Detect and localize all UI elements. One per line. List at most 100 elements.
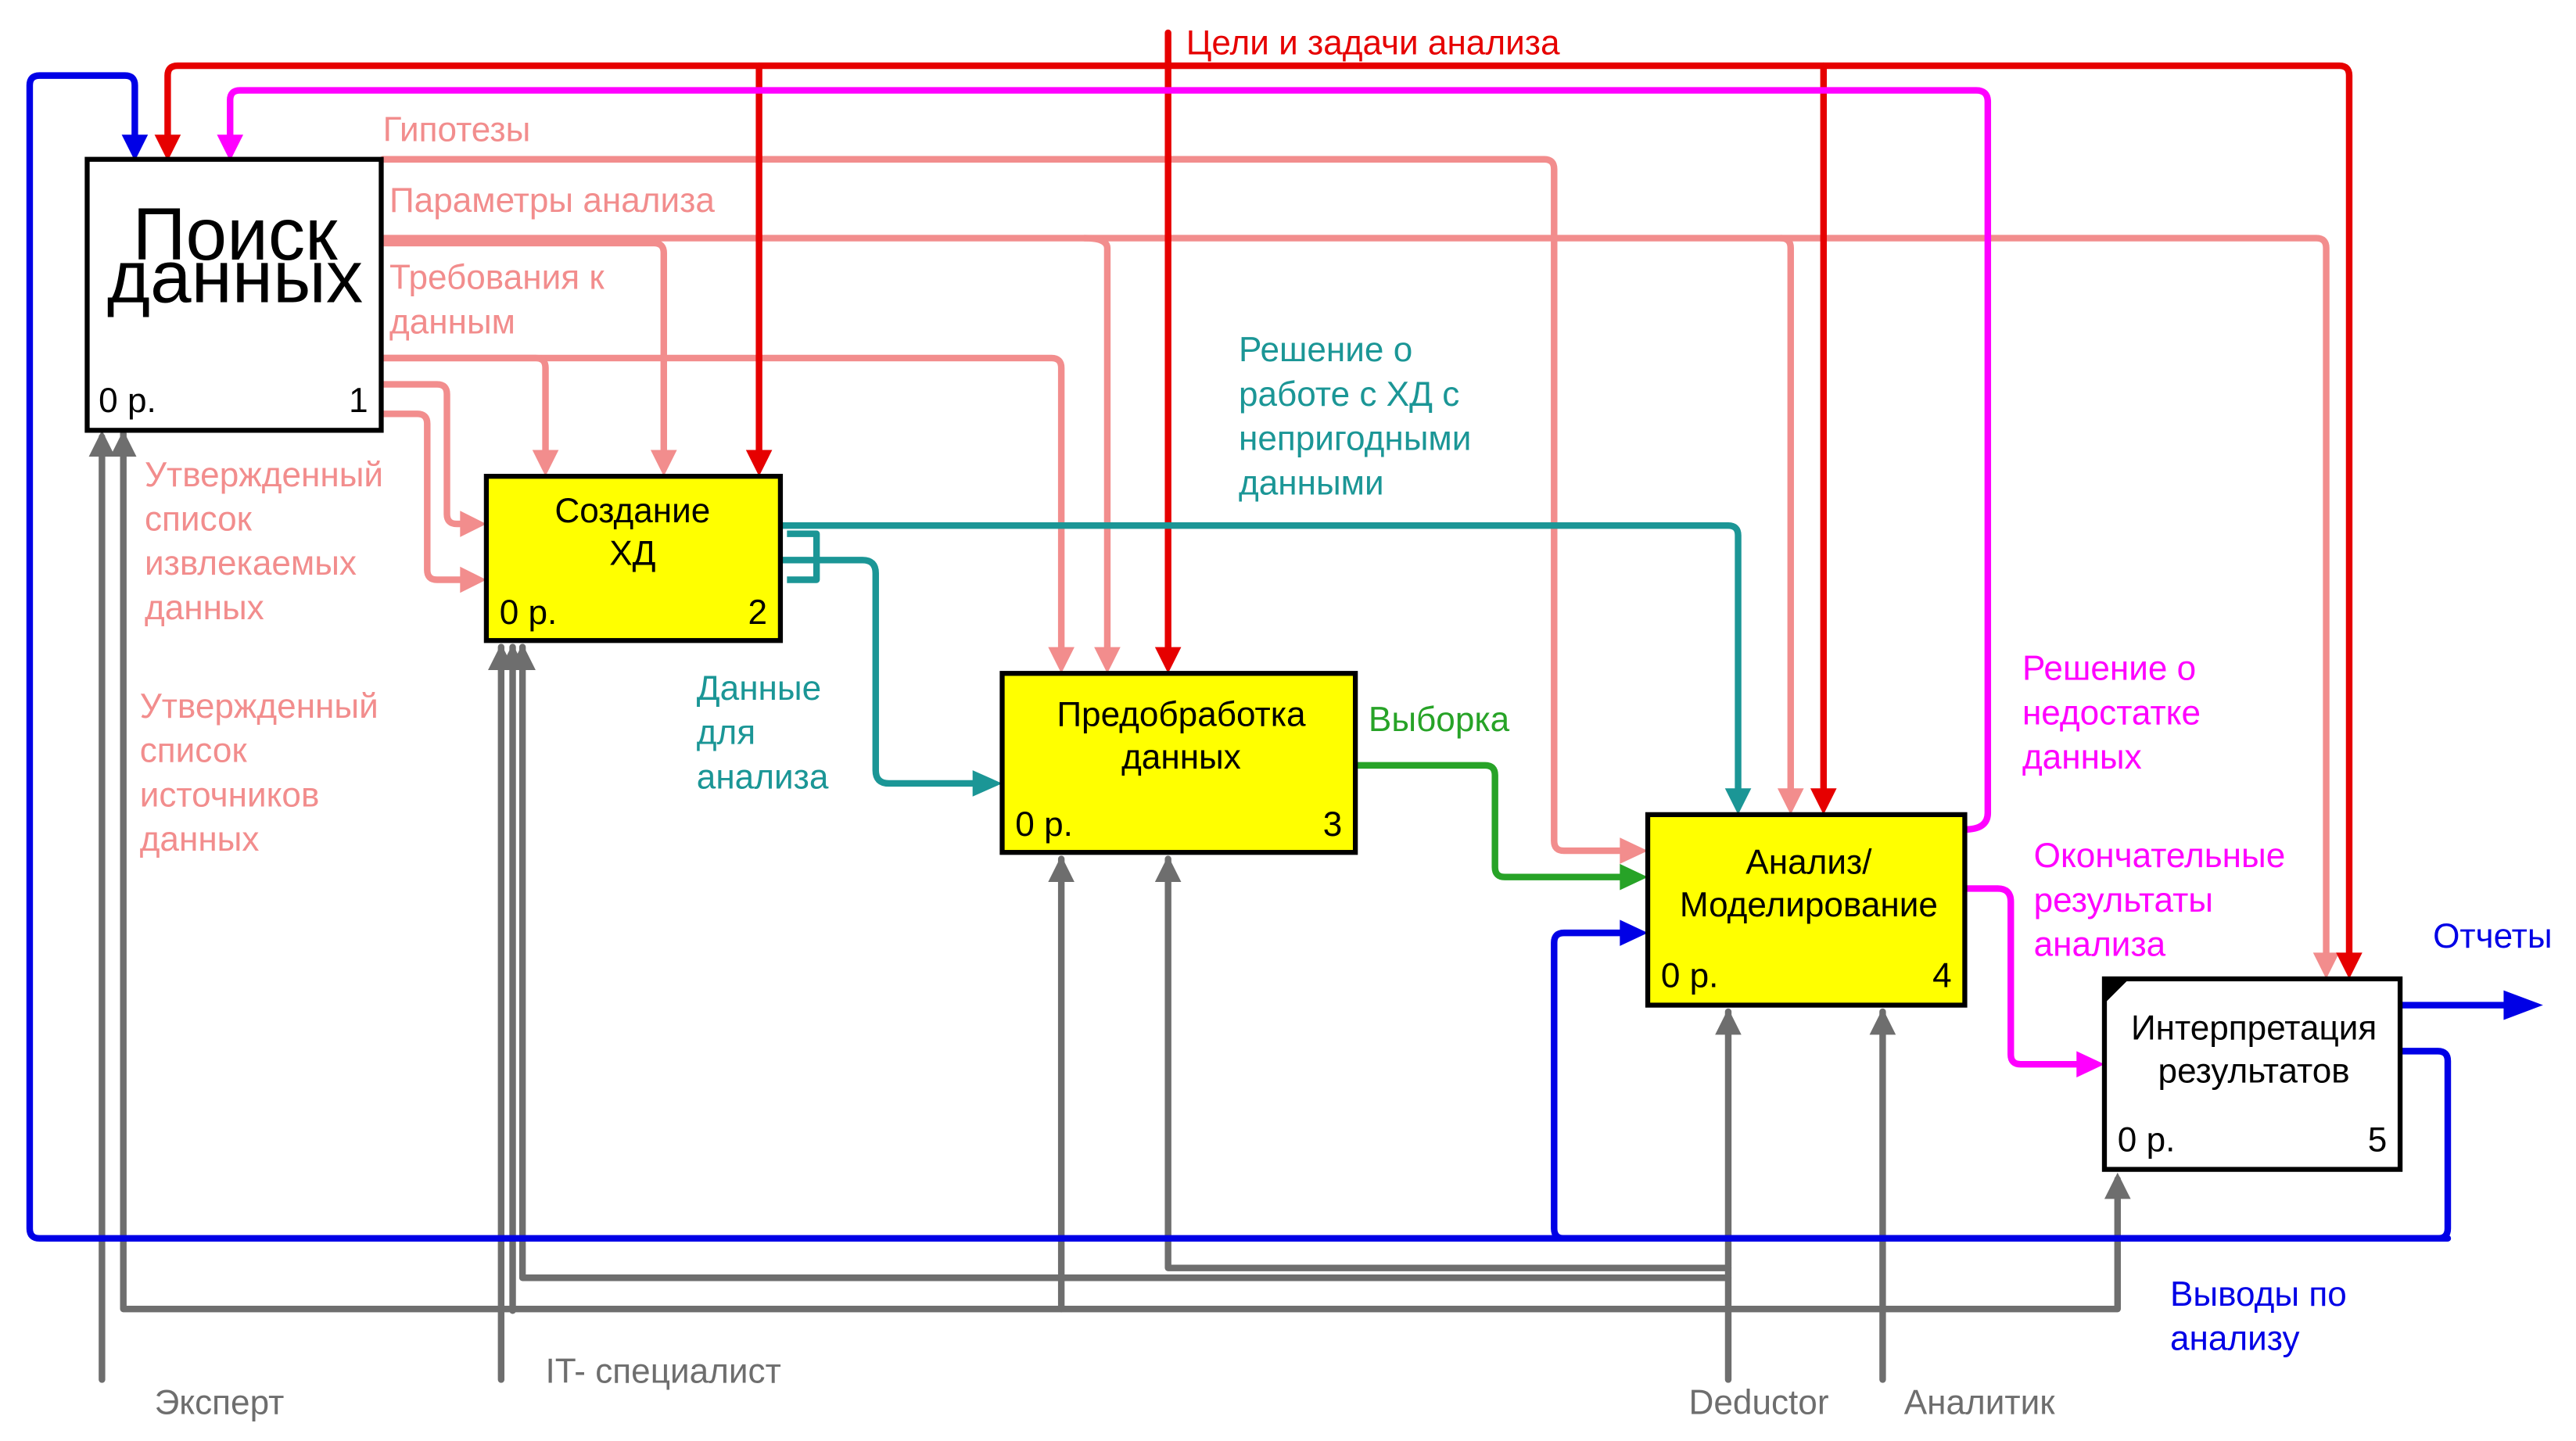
label-approved-sources-line-3: источников: [140, 776, 320, 814]
label-deductor: Deductor: [1689, 1384, 1829, 1422]
function-box-1[interactable]: Поиск данных 0 р. 1: [84, 156, 384, 433]
function-box-4[interactable]: Анализ/ Моделирование 0 р. 4: [1645, 812, 1968, 1008]
label-approved-list-line-4: данных: [145, 589, 264, 627]
arrowhead: [1154, 855, 1182, 883]
tunnel-bracket-2: [787, 560, 820, 583]
label-requirements-line-1: Требования к: [389, 259, 605, 297]
box-2-title-line-1: Создание: [554, 492, 710, 530]
arrowhead: [1154, 647, 1182, 674]
arrowhead: [1777, 788, 1804, 815]
label-approved-list-line-1: Утвержденный: [145, 456, 383, 494]
arrowhead: [121, 134, 149, 161]
box-5-title-line-1: Интерпретация: [2131, 1009, 2377, 1048]
conclusions-feedback-line: [26, 72, 2452, 1242]
label-approved-sources-line-2: список: [140, 732, 248, 770]
function-box-5[interactable]: Интерпретация результатов 0 р. 5: [2101, 976, 2403, 1172]
conclusions-to-box4-line: [1551, 929, 2452, 1242]
goals-line: [164, 62, 2353, 970]
box-4-title-line-2: Моделирование: [1680, 886, 1938, 924]
label-analyst: Аналитик: [1904, 1384, 2056, 1422]
arrowhead: [1810, 788, 1837, 815]
expert-to-box5-line: [120, 430, 2121, 1313]
label-final-results-line-1: Окончательные: [2034, 837, 2286, 875]
label-approved-list-line-2: список: [145, 500, 253, 538]
box-2-title-line-2: ХД: [609, 535, 655, 573]
label-data-for-analysis-line-2: для: [697, 714, 755, 752]
label-final-results-line-2: результаты: [2034, 881, 2213, 919]
it-branch-b-line: [518, 643, 1732, 1281]
tool-to-box3-right-line: [1164, 855, 1732, 1271]
label-conclusions-line-1: Выводы по: [2170, 1275, 2347, 1314]
box-2-number: 2: [748, 593, 768, 632]
label-goals: Цели и задачи анализа: [1186, 23, 1560, 62]
label-params: Параметры анализа: [389, 181, 715, 220]
label-approved-list-line-3: извлекаемых: [145, 544, 357, 582]
arrowhead: [1869, 1008, 1896, 1035]
arrowhead: [509, 643, 536, 671]
arrowhead: [1724, 788, 1752, 815]
box-5-title-line-2: результатов: [2158, 1052, 2350, 1090]
sample-line: [1351, 762, 1640, 880]
box-3-title-line-1: Предобработка: [1057, 695, 1306, 733]
box-5-corner-mark: [2104, 978, 2129, 1004]
box-1-title-line-1: Поиск: [133, 193, 339, 276]
arrowhead: [217, 134, 244, 161]
req-line-box3: [379, 354, 1065, 664]
box-4-cost: 0 р.: [1661, 956, 1719, 995]
function-box-2[interactable]: Создание ХД 0 р. 2: [483, 474, 784, 643]
decision-dw-line: [778, 522, 1742, 805]
arrowhead: [650, 450, 677, 477]
arrowhead: [460, 566, 486, 593]
arrowhead: [532, 450, 559, 477]
arrowhead: [972, 770, 1003, 797]
label-approved-sources-line-4: данных: [140, 820, 260, 859]
arrowhead: [2336, 952, 2363, 979]
arrowhead: [1715, 1008, 1742, 1035]
arrowhead: [2104, 1172, 2131, 1199]
function-box-3[interactable]: Предобработка данных 0 р. 3: [999, 671, 1358, 855]
box-4-number: 4: [1932, 956, 1952, 995]
data-for-analysis-line: [778, 557, 989, 787]
box-5-number: 5: [2368, 1121, 2388, 1160]
label-decision-lack-line-2: недостатке: [2022, 694, 2201, 732]
label-hypotheses: Гипотезы: [383, 111, 531, 149]
label-decision-lack-line-3: данных: [2022, 738, 2142, 776]
label-decision-dw-line-2: работе с ХД с: [1239, 375, 1459, 414]
arrowhead: [88, 430, 116, 457]
label-decision-dw-line-4: данными: [1239, 464, 1384, 502]
box-5-cost: 0 р.: [2118, 1121, 2176, 1160]
box-1-number: 1: [349, 382, 368, 420]
arrowhead: [154, 134, 181, 161]
label-reports: Отчеты: [2433, 917, 2552, 955]
label-decision-dw-line-3: непригодными: [1239, 420, 1471, 458]
label-decision-lack-line-1: Решение о: [2022, 650, 2196, 688]
decision-lack-feedback-line: [227, 87, 1992, 833]
params-line-box5: [1777, 235, 2330, 970]
arrowhead: [2503, 990, 2543, 1020]
arrowhead: [1620, 919, 1649, 946]
arrowhead: [1620, 863, 1649, 891]
arrowhead: [460, 511, 486, 537]
req-line-box2-left: [379, 354, 549, 467]
box-4-title-line-1: Анализ/: [1745, 844, 1872, 882]
approved-sources-line: [379, 410, 477, 583]
label-final-results-line-3: анализа: [2034, 926, 2166, 964]
tunnel-bracket-1: [787, 530, 820, 561]
box-1-title-line-2: данных: [107, 236, 363, 319]
arrowhead: [1048, 647, 1075, 674]
box-1-cost: 0 р.: [99, 382, 156, 420]
label-requirements-line-2: данным: [389, 303, 515, 341]
hypotheses-line: [379, 156, 1640, 855]
label-approved-sources-line-1: Утвержденный: [140, 687, 379, 726]
label-sample: Выборка: [1369, 701, 1510, 739]
arrowhead: [1620, 837, 1649, 864]
final-results-line: [1961, 885, 2093, 1068]
box-3-number: 3: [1323, 805, 1343, 844]
approved-list-line: [379, 381, 477, 528]
req-line-box2: [379, 239, 667, 467]
arrowhead: [1048, 855, 1075, 883]
label-data-for-analysis-line-3: анализа: [697, 758, 829, 796]
label-decision-dw-line-1: Решение о: [1239, 331, 1412, 369]
params-line-box3: [1081, 235, 1111, 664]
